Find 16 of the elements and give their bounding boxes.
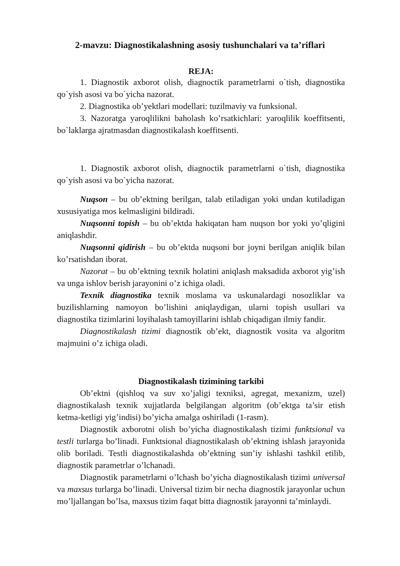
body-paragraph: Diagnostik axborotni olish bo’yicha diagnostikalash tizimi funktsional va testli turlarga bo’linadi. Funktsional diagnostikalash ob’ektning ishlash jarayonida olib boriladi. Testli diagnostikalashda ob’ektning sun’iy ishlashi tashkil etilib, diagnostik parametrlar o’lchanadi. [57, 423, 345, 471]
definition-paragraph: Texnik diagnostika texnik moslama va uskunalardagi nosozliklar va buzilishlarning namoyon bo’lishini aniqlaydigan, ularni topish usullari va diagnostika tizimlarini loyihalash tamoyillarini ishlab chiqadigan ilmiy fandir. [57, 289, 345, 325]
definition-paragraph: Nazorat – bu ob’ektning texnik holatini aniqlash maksadida axborot yig’ish va unga ishlov berish jarayonini o’z ichiga oladi. [57, 265, 345, 289]
page-title: 2-mavzu: Diagnostikalashning asosiy tushunchalari va ta’riflari [74, 39, 326, 51]
body-paragraph: Diagnostik parametrlarni o’lchash bo’yicha diagnostikalash tizimi universal va maxsus turlarga bo’linadi. Universal tizim bir necha diagnostik jarayonlar uchun mo’ljallangan bo’lsa, maxsus tizim faqat bitta diagnostik jarayonni ta’minlaydi. [57, 471, 345, 507]
definition-paragraph: Nuqsonni topish – bu ob’ektda hakiqatan ham nuqson bor yoki yo’qligini aniqlashdir. [57, 217, 345, 241]
plan-item: 3. Nazoratga yaroqlilikni baholash ko’rsatkichlari: yaroqlilik koeffitsenti, bo`laklarga ajratmasdan diagnostikalash koeffitsenti. [57, 112, 345, 136]
definition-paragraph: Diagnostikalash tizimi diagnostik ob’ekt, diagnostik vosita va algoritm majmuini o’z ichiga oladi. [57, 325, 345, 349]
body-paragraph: Ob’ektni (qishloq va suv xo’jaligi texniksi, agregat, mexanizm, uzel) diagnostikalash texnik xujjatlarda belgilangan algoritm (ob’ektga ta’sir etish ketma-ketligi yig’indisi) bo’yicha amalga oshiriladi (1-rasm). [57, 387, 345, 423]
section-heading: Diagnostikalash tizimining tarkibi [137, 375, 265, 387]
plan-heading: REJA: [187, 65, 215, 77]
section-heading: 1. Diagnostik axborot olish, diagnoctik parametrlarni o`tish, diagnostika qo`yish asosi va bo`yicha nazorat. [57, 162, 345, 186]
definition-paragraph: Nuqson – bu ob’ektning berilgan, talab etiladigan yoki undan kutiladigan xususiyatiga mos kelmasligini bildiradi. [57, 193, 345, 217]
definition-paragraph: Nuqsonni qidirish – bu ob’ektda nuqsoni bor joyni berilgan aniqlik bilan ko’rsatishdan iborat. [57, 241, 345, 265]
plan-item: 1. Diagnostik axborot olish, diagnoctik parametrlarni o`tish, diagnostika qo`yish asosi va bo`yicha nazorat. [57, 76, 345, 100]
plan-item: 2. Diagnostika ob’yektlari modellari: tuzilmaviy va funksional. [79, 100, 298, 112]
